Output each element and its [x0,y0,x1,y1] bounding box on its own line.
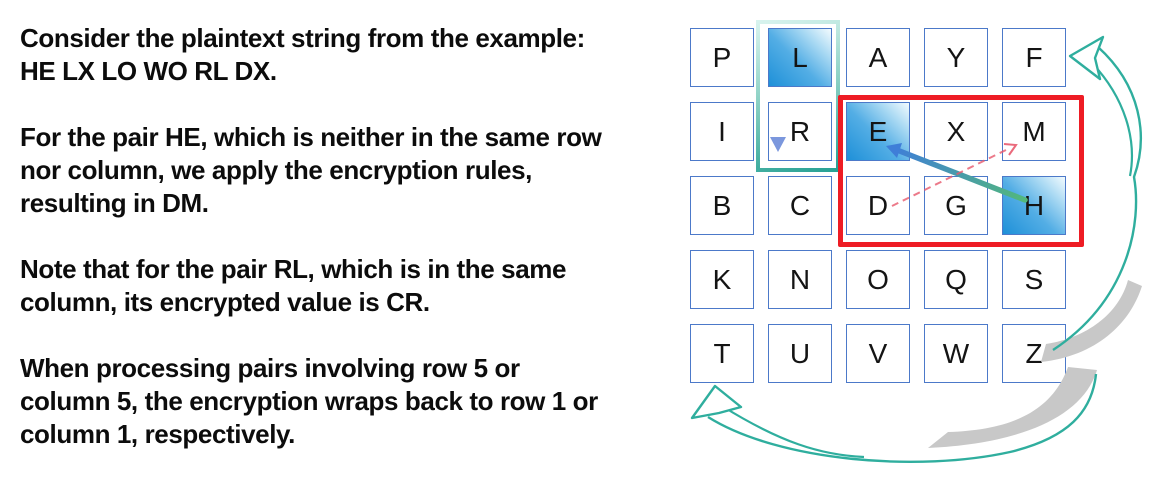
grid-cell-K: K [690,250,754,309]
grid-cell-Q: Q [924,250,988,309]
playfair-grid: P L A Y F I R E X M B C D G H K N O Q S … [690,28,1066,383]
grid-cell-V: V [846,324,910,383]
wrap-arrow-column-body-inner [1091,62,1134,177]
explanation-text: Consider the plaintext string from the e… [20,22,680,484]
grid-cell-A: A [846,28,910,87]
wrap-arrow-row-head [690,384,743,420]
wrap-arrow-column-body [1052,46,1142,352]
grid-cell-U: U [768,324,832,383]
grid-cell-S: S [1002,250,1066,309]
paragraph-pair-he: For the pair HE, which is neither in the… [20,122,602,218]
grid-cell-M: M [1002,102,1066,161]
paragraph-plaintext: Consider the plaintext string from the e… [20,23,585,86]
grid-cell-P: P [690,28,754,87]
grid-cell-X: X [924,102,988,161]
grid-cell-C: C [768,176,832,235]
paragraph-wrap-rule: When processing pairs involving row 5 or… [20,353,598,449]
wrap-arrow-row-body-outer [707,373,1098,464]
grid-cell-H: H [1002,176,1066,235]
grid-cell-F: F [1002,28,1066,87]
grid-cell-Y: Y [924,28,988,87]
grid-cell-O: O [846,250,910,309]
wrap-arrow-column-head [1068,35,1105,81]
grid-cell-D: D [846,176,910,235]
wrap-arrow-row-body-inner [721,405,865,459]
grid-cell-G: G [924,176,988,235]
grid-cell-N: N [768,250,832,309]
grid-cell-I: I [690,102,754,161]
paragraph-pair-rl: Note that for the pair RL, which is in t… [20,254,567,317]
grid-cell-R: R [768,102,832,161]
grid-cell-B: B [690,176,754,235]
grid-cell-Z: Z [1002,324,1066,383]
grid-cell-E: E [846,102,910,161]
grid-cell-L: L [768,28,832,87]
grid-cell-W: W [924,324,988,383]
grid-cell-T: T [690,324,754,383]
